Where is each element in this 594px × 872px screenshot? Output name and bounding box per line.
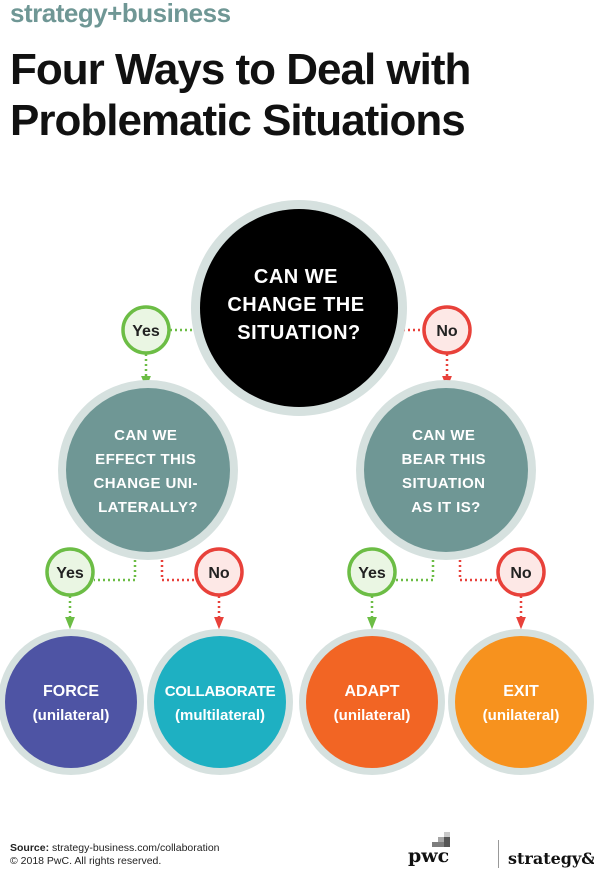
- root-no-label: No: [436, 323, 458, 340]
- right-question-line-3: SITUATION: [402, 475, 485, 492]
- root-question-node: CAN WE CHANGE THE SITUATION?: [191, 200, 407, 416]
- strategy-and-logo: strategy&: [508, 849, 594, 868]
- root-question-text: CAN WE CHANGE THE SITUATION?: [227, 266, 370, 344]
- outcome-adapt-title: ADAPT: [344, 683, 399, 700]
- root-no-badge-circle: [422, 305, 472, 355]
- root-question-line-1: CAN WE: [254, 266, 338, 288]
- outcome-collaborate: COLLABORATE (multilateral): [147, 629, 293, 775]
- title-line-1: Four Ways to Deal with: [10, 45, 471, 94]
- right-question-line-2: BEAR THIS: [401, 451, 485, 468]
- outcome-force-subtitle: (unilateral): [33, 707, 110, 724]
- left-question-line-3: CHANGE UNI-: [94, 475, 198, 492]
- left-question-node: CAN WE EFFECT THIS CHANGE UNI- LATERALLY…: [58, 380, 238, 560]
- outcome-collaborate-circle: [154, 636, 286, 768]
- footer-logos: pwc strategy&: [404, 832, 594, 868]
- outcome-adapt: ADAPT (unilateral): [299, 629, 445, 775]
- source-line: Source: strategy-business.com/collaborat…: [10, 842, 220, 855]
- right-no-badge-circle: [496, 547, 546, 597]
- root-yes-badge: Yes: [121, 305, 171, 355]
- right-question-text: CAN WE BEAR THIS SITUATION AS IT IS?: [401, 427, 490, 516]
- right-question-node: CAN WE BEAR THIS SITUATION AS IT IS?: [356, 380, 536, 560]
- left-no-badge-circle: [194, 547, 244, 597]
- source-label: Source:: [10, 842, 50, 854]
- right-question-circle: [364, 388, 528, 552]
- outcome-force: FORCE (unilateral): [0, 629, 144, 775]
- title-line-2: Problematic Situations: [10, 96, 466, 145]
- pwc-logo: pwc: [408, 845, 450, 867]
- left-question-line-1: CAN WE: [114, 427, 177, 444]
- outcome-exit-circle: [455, 636, 587, 768]
- right-question-line-1: CAN WE: [412, 427, 475, 444]
- outcome-collaborate-title: COLLABORATE: [165, 683, 276, 700]
- brand-logo: strategy+business: [10, 0, 231, 28]
- root-question-line-2: CHANGE THE: [227, 294, 364, 316]
- pwc-mark-icon: [430, 832, 456, 850]
- outcome-collaborate-subtitle: (multilateral): [175, 707, 265, 724]
- copyright: © 2018 PwC. All rights reserved.: [10, 855, 162, 867]
- left-no-label: No: [208, 565, 230, 582]
- root-yes-badge-circle: [121, 305, 171, 355]
- outcome-exit-subtitle: (unilateral): [483, 707, 560, 724]
- left-no-badge: No: [194, 547, 244, 597]
- page-title: Four Ways to Deal with Problematic Situa…: [10, 44, 590, 146]
- root-no-badge: No: [422, 305, 472, 355]
- right-question-line-4: AS IT IS?: [411, 499, 480, 516]
- right-yes-label: Yes: [358, 565, 386, 582]
- outcome-force-title: FORCE: [43, 683, 99, 700]
- right-no-badge: No: [496, 547, 546, 597]
- left-yes-label: Yes: [56, 565, 84, 582]
- outcome-adapt-circle: [306, 636, 438, 768]
- left-yes-badge-circle: [45, 547, 95, 597]
- left-question-line-2: EFFECT THIS: [95, 451, 196, 468]
- left-yes-badge: Yes: [45, 547, 95, 597]
- root-question-line-3: SITUATION?: [237, 322, 361, 344]
- logo-divider: [498, 840, 499, 868]
- outcome-force-circle: [5, 636, 137, 768]
- right-yes-badge: Yes: [347, 547, 397, 597]
- source-link[interactable]: strategy-business.com/collaboration: [52, 842, 220, 854]
- root-yes-label: Yes: [132, 323, 160, 340]
- left-question-line-4: LATERALLY?: [98, 499, 198, 516]
- left-question-circle: [66, 388, 230, 552]
- right-yes-badge-circle: [347, 547, 397, 597]
- outcome-exit: EXIT (unilateral): [448, 629, 594, 775]
- footer: Source: strategy-business.com/collaborat…: [10, 842, 220, 868]
- outcome-adapt-subtitle: (unilateral): [334, 707, 411, 724]
- right-no-label: No: [510, 565, 532, 582]
- root-question-circle: [200, 209, 398, 407]
- outcome-exit-title: EXIT: [503, 683, 539, 700]
- left-question-text: CAN WE EFFECT THIS CHANGE UNI- LATERALLY…: [94, 427, 203, 516]
